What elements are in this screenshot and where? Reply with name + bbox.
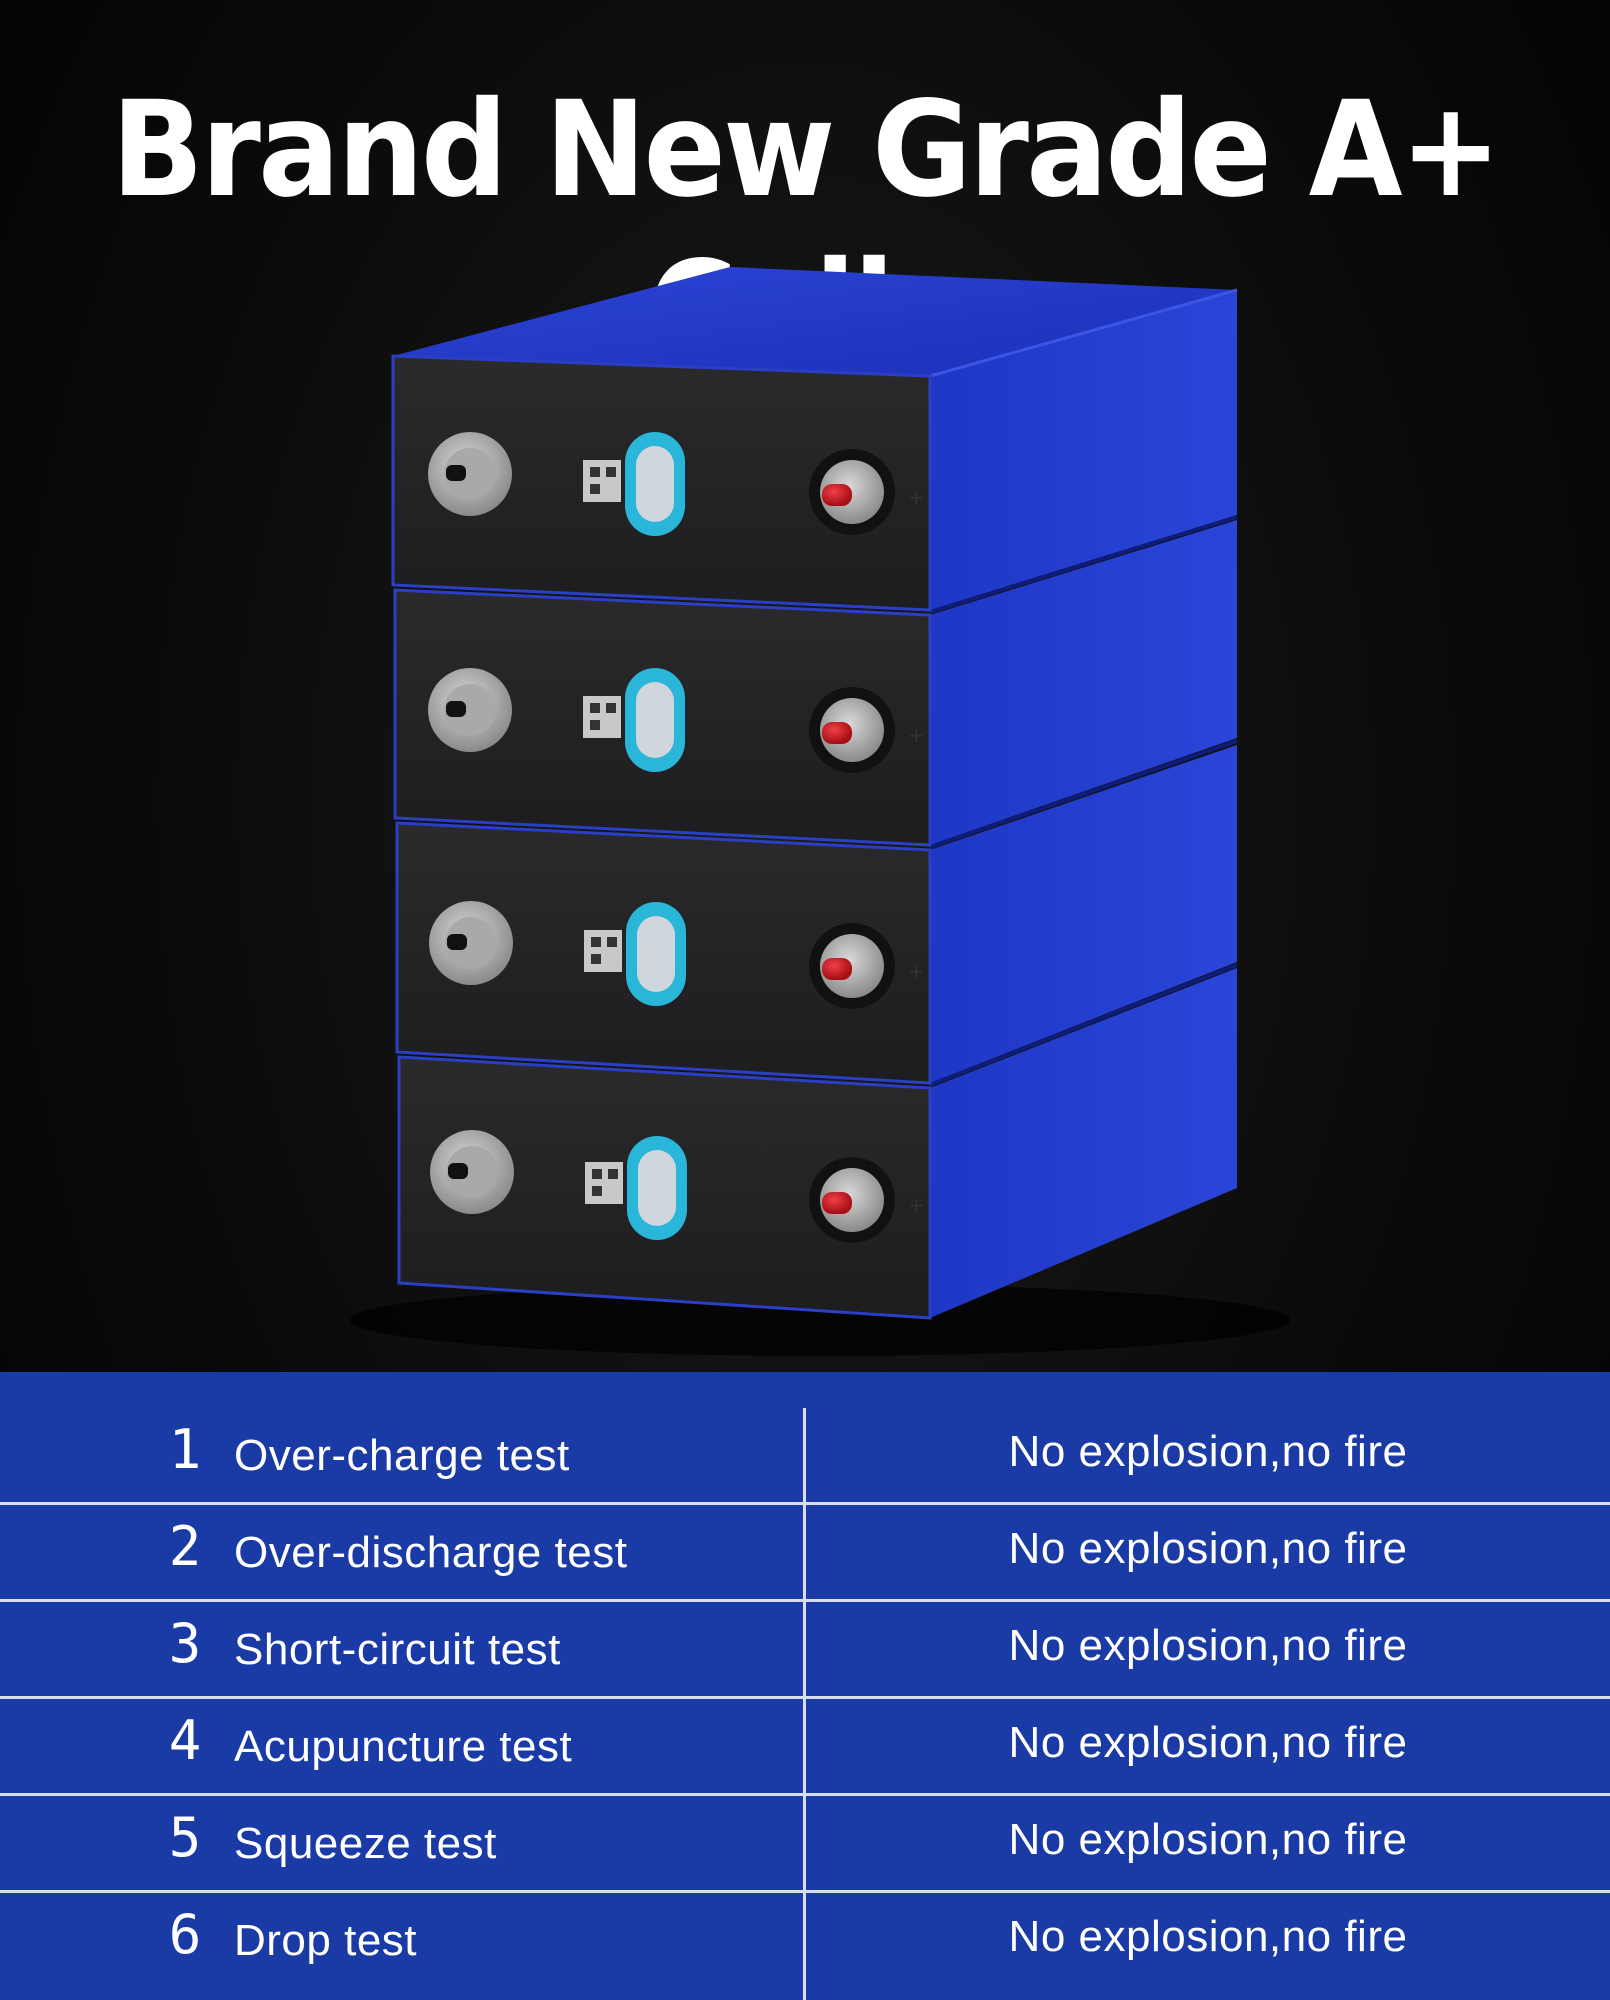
svg-text:6: 6 [169, 1905, 202, 1965]
test-name: Acupuncture test [234, 1722, 573, 1771]
qr-code-icon [583, 460, 621, 502]
table-row: 2 Over-discharge test No explosion,no fi… [0, 1505, 1610, 1602]
cell-plus-sign: + [908, 485, 925, 509]
cell-4: + [397, 1055, 932, 1320]
test-result: No explosion,no fire [1008, 1621, 1408, 1670]
safety-test-table: 1 Over-charge test No explosion,no fire … [0, 1372, 1610, 2000]
table-row: 1 Over-charge test No explosion,no fire [0, 1408, 1610, 1505]
table-row: 5 Squeeze test No explosion,no fire [0, 1796, 1610, 1893]
row-divider [0, 1890, 1610, 1893]
column-divider [803, 1408, 806, 2000]
battery-cell-stack-image: + + [350, 267, 1290, 1356]
test-result: No explosion,no fire [1008, 1912, 1408, 1961]
cell-side-face [930, 290, 1237, 610]
cell-1: + [391, 354, 932, 612]
svg-text:2: 2 [169, 1517, 202, 1577]
cell-3: + [395, 821, 932, 1085]
table-row: 4 Acupuncture test No explosion,no fire [0, 1699, 1610, 1796]
cell-side-face [930, 968, 1237, 1318]
svg-text:1: 1 [169, 1420, 202, 1480]
svg-text:4: 4 [169, 1711, 202, 1771]
test-name: Short-circuit test [234, 1625, 561, 1674]
table-row: 6 Drop test No explosion,no fire [0, 1893, 1610, 1990]
cell-side-face [930, 745, 1237, 1083]
test-name: Squeeze test [234, 1819, 497, 1868]
test-result: No explosion,no fire [1008, 1815, 1408, 1864]
row-divider [0, 1502, 1610, 1505]
seven-segment-number-icon: 4 [169, 1711, 202, 1771]
test-name: Over-discharge test [234, 1528, 628, 1577]
seven-segment-number-icon: 3 [169, 1614, 202, 1674]
qr-code-icon [583, 696, 621, 738]
seven-segment-number-icon: 6 [169, 1905, 202, 1965]
row-divider [0, 1696, 1610, 1699]
cell-side-face [930, 520, 1237, 845]
test-result: No explosion,no fire [1008, 1524, 1408, 1573]
test-name: Over-charge test [234, 1431, 570, 1480]
seven-segment-number-icon: 2 [169, 1517, 202, 1577]
seven-segment-number-icon: 1 [169, 1420, 202, 1480]
qr-code-icon [584, 930, 622, 972]
seven-segment-number-icon: 5 [169, 1808, 202, 1868]
test-result: No explosion,no fire [1008, 1427, 1408, 1476]
cell-plus-sign: + [908, 1193, 925, 1217]
table-row: 3 Short-circuit test No explosion,no fir… [0, 1602, 1610, 1699]
svg-text:3: 3 [169, 1614, 202, 1674]
qr-code-icon [585, 1162, 623, 1204]
svg-text:5: 5 [169, 1808, 202, 1868]
test-name: Drop test [234, 1916, 418, 1965]
row-divider [0, 1793, 1610, 1796]
row-divider [0, 1599, 1610, 1602]
cell-plus-sign: + [908, 959, 925, 983]
cell-plus-sign: + [908, 723, 925, 747]
test-result: No explosion,no fire [1008, 1718, 1408, 1767]
cell-2: + [393, 588, 932, 847]
